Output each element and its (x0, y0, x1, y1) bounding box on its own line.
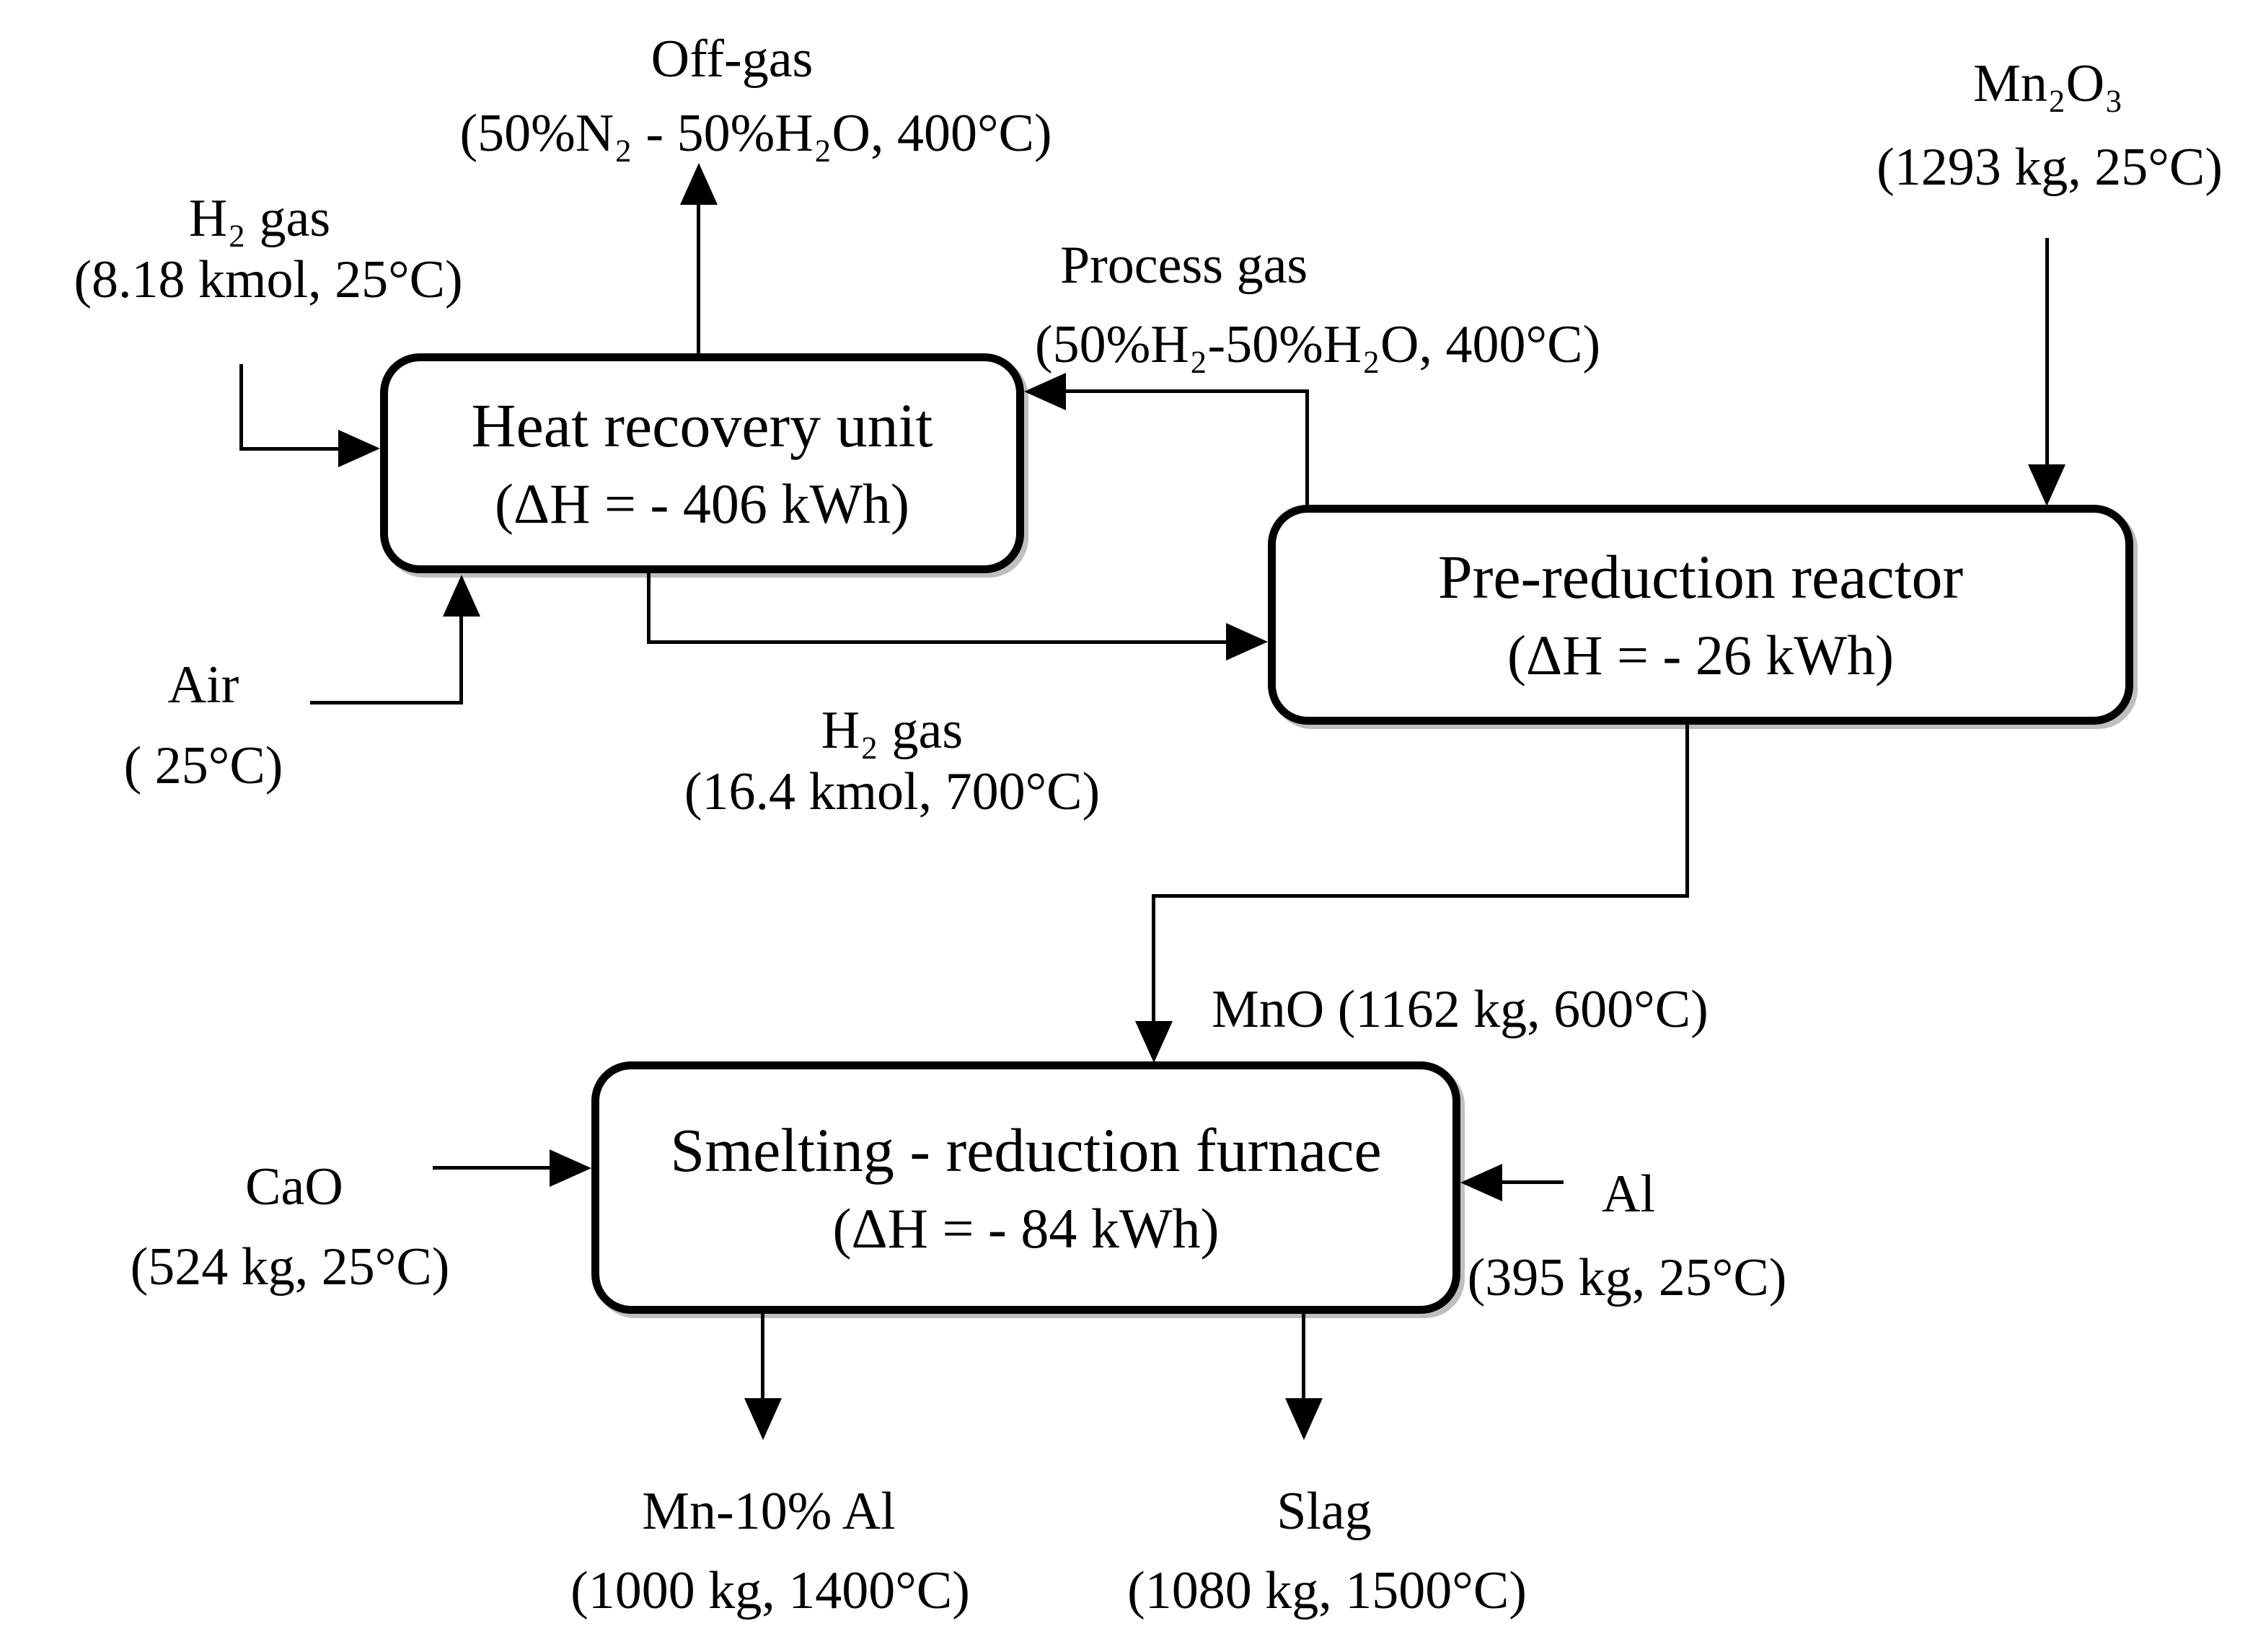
smelting-reduction-furnace-box: Smelting - reduction furnace (ΔH = - 84 … (591, 1061, 1460, 1314)
mn2o3-detail: (1293 kg, 25°C) (1877, 138, 2223, 197)
process-gas-line-h (1064, 389, 1309, 393)
smelting-reduction-furnace-title: Smelting - reduction furnace (670, 1115, 1382, 1185)
h2-hot-label: H₂ gas (821, 701, 964, 760)
off-gas-arrowhead (680, 163, 718, 205)
mno-label: MnO (1162 kg, 600°C) (1212, 980, 1709, 1039)
process-gas-line-v (1305, 389, 1309, 506)
heat-recovery-unit-enthalpy: (ΔH = - 406 kWh) (494, 472, 910, 536)
slag-arrowhead (1285, 1398, 1323, 1440)
pre-reduction-reactor-title: Pre-reduction reactor (1437, 542, 1964, 612)
h2-hot-line-h (647, 640, 1230, 644)
cao-detail: (524 kg, 25°C) (130, 1237, 450, 1297)
mn-al-product-detail: (1000 kg, 1400°C) (570, 1561, 970, 1620)
air-line-v (459, 613, 463, 704)
mn2o3-label: Mn₂O₃ (1973, 54, 2123, 113)
al-line-h (1499, 1180, 1564, 1184)
h2-feed-detail: (8.18 kmol, 25°C) (74, 250, 463, 309)
off-gas-label: Off-gas (651, 30, 814, 89)
off-gas-detail: (50%N₂ - 50%H₂O, 400°C) (459, 104, 1052, 163)
pre-reduction-reactor-box: Pre-reduction reactor (ΔH = - 26 kWh) (1268, 505, 2133, 725)
al-detail: (395 kg, 25°C) (1467, 1248, 1787, 1307)
mn-al-line-v (761, 1314, 764, 1400)
h2-hot-arrowhead (1226, 623, 1268, 661)
cao-arrowhead (550, 1149, 591, 1187)
pre-reduction-reactor-enthalpy: (ΔH = - 26 kWh) (1507, 624, 1895, 687)
h2-feed-line-v (239, 364, 243, 451)
mno-line-v2 (1152, 894, 1155, 1024)
h2-feed-arrowhead (338, 430, 380, 467)
air-detail: ( 25°C) (123, 736, 283, 795)
slag-label: Slag (1277, 1482, 1372, 1541)
mno-line-v1 (1685, 725, 1689, 898)
air-label: Air (167, 655, 239, 715)
h2-hot-detail: (16.4 kmol, 700°C) (684, 762, 1101, 821)
cao-label: CaO (245, 1157, 343, 1216)
process-gas-arrowhead (1024, 373, 1066, 410)
process-gas-label: Process gas (1060, 236, 1308, 295)
heat-recovery-unit-box: Heat recovery unit (ΔH = - 406 kWh) (380, 353, 1024, 573)
al-label: Al (1602, 1165, 1655, 1224)
mno-line-h (1152, 894, 1689, 898)
mn-al-product-label: Mn-10% Al (642, 1482, 896, 1541)
h2-feed-line-h (239, 447, 342, 451)
mn-al-arrowhead (744, 1398, 782, 1440)
slag-detail: (1080 kg, 1500°C) (1127, 1561, 1527, 1620)
al-arrowhead (1460, 1164, 1502, 1201)
off-gas-line-v (697, 200, 700, 355)
process-gas-detail: (50%H₂-50%H₂O, 400°C) (1035, 315, 1601, 374)
slag-line-v (1302, 1314, 1305, 1400)
h2-hot-line-v (647, 573, 651, 644)
mn2o3-line-v (2045, 238, 2049, 469)
heat-recovery-unit-title: Heat recovery unit (471, 391, 933, 461)
h2-feed-label: H₂ gas (188, 189, 331, 248)
mno-arrowhead (1135, 1021, 1173, 1063)
mn2o3-arrowhead (2028, 464, 2065, 506)
air-arrowhead (443, 575, 480, 617)
air-line-h (310, 701, 463, 704)
cao-line-h (433, 1166, 555, 1170)
smelting-reduction-furnace-enthalpy: (ΔH = - 84 kWh) (832, 1196, 1220, 1260)
